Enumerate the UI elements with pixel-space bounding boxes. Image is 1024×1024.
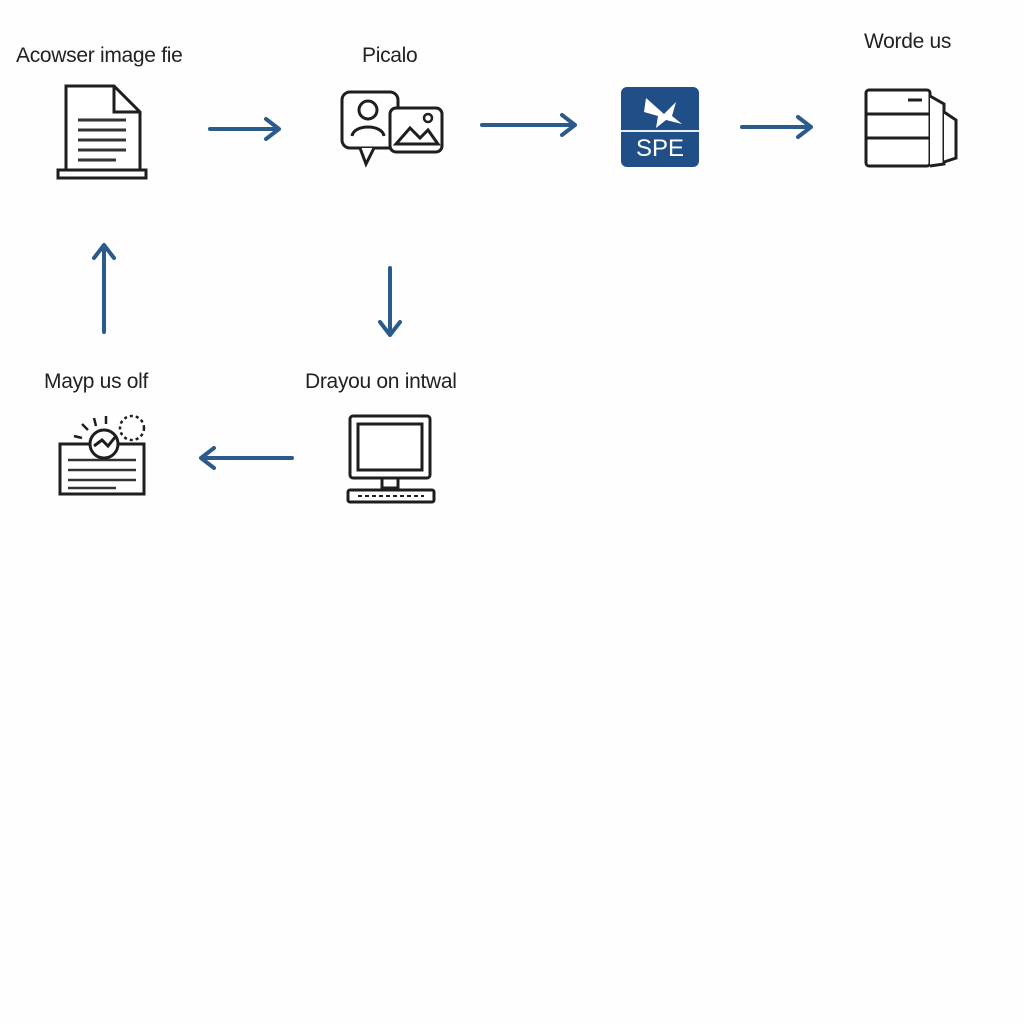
desktop-computer-icon xyxy=(344,412,438,508)
node-label-image-file: Acowser image fie xyxy=(16,44,183,67)
server-icon xyxy=(862,86,962,170)
node-label-worde: Worde us xyxy=(864,30,952,53)
chart-document-icon xyxy=(56,410,152,498)
arrow-right-2 xyxy=(480,112,580,138)
node-label-drayou: Drayou on intwal xyxy=(305,370,457,393)
arrow-down xyxy=(376,266,404,340)
photo-chat-icon xyxy=(338,88,446,170)
node-label-mayp: Mayp us olf xyxy=(44,370,149,393)
document-icon xyxy=(56,82,148,182)
arrow-right-3 xyxy=(740,114,816,140)
spe-logo-icon: SPE xyxy=(620,86,700,168)
arrow-up xyxy=(90,240,118,336)
arrow-right-1 xyxy=(208,116,284,142)
arrow-left xyxy=(196,444,296,472)
node-label-picalo: Picalo xyxy=(362,44,418,67)
spe-badge-text: SPE xyxy=(636,135,684,162)
